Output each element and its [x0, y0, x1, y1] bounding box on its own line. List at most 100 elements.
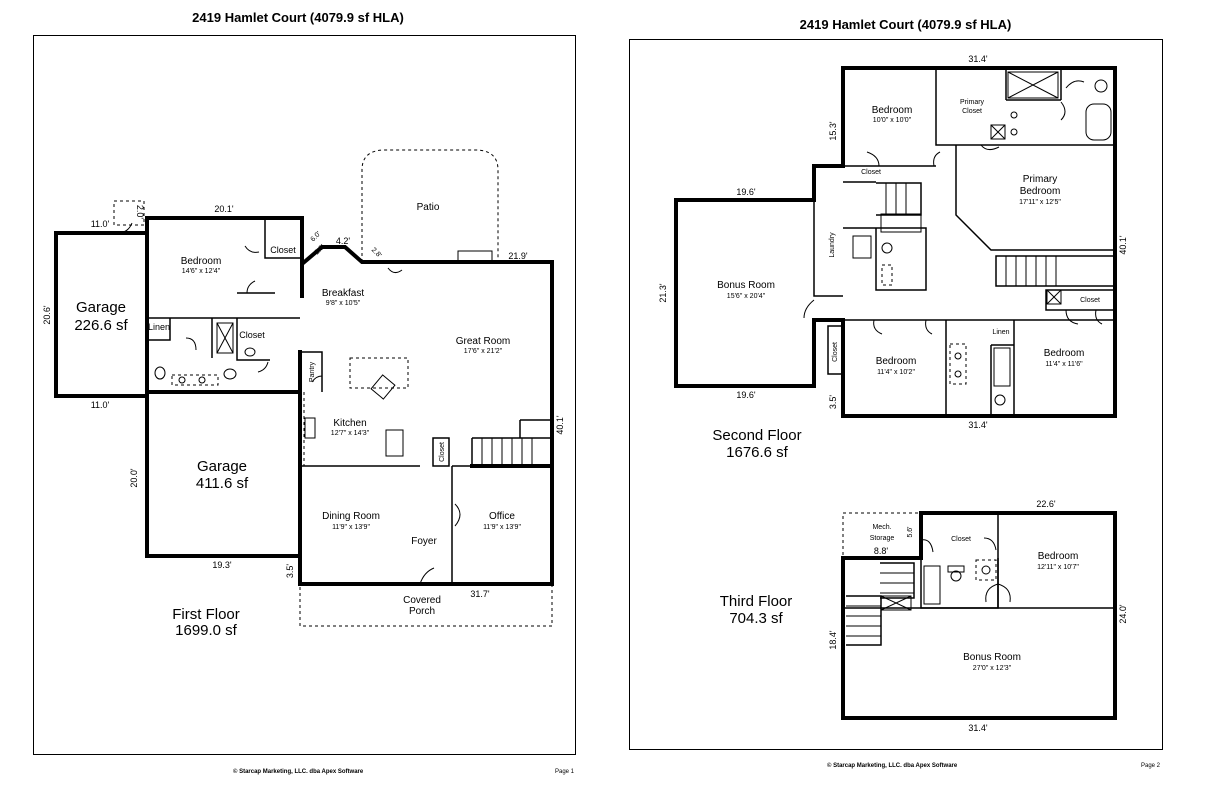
- mech-label-1: Mech.: [872, 524, 891, 531]
- closet-wall: [264, 218, 300, 259]
- dim-bonus-top: 19.6': [736, 187, 756, 197]
- dim-front: 31.7': [470, 589, 490, 599]
- bedroom-se-size: 11'4" x 11'6": [1045, 361, 1083, 368]
- bedroom-3f-name: Bedroom: [1038, 551, 1079, 562]
- breakfast-size: 9'8" x 10'5": [326, 300, 361, 307]
- plan-frame: [629, 39, 1163, 750]
- primary-bedroom-label-1: Primary: [1023, 174, 1057, 185]
- great-room-size: 17'6" x 21'2": [464, 348, 503, 355]
- dim-3f-left: 18.4': [828, 630, 838, 650]
- dim-3f-mech-width: 8.8': [874, 546, 889, 556]
- dim-garage2-bottom: 19.3': [212, 560, 232, 570]
- dim-2f-nw: 15.3': [828, 121, 838, 141]
- dim-2f-right: 40.1': [1118, 235, 1128, 255]
- dim-angle-1: 6.0': [310, 231, 323, 244]
- garage-large-name: Garage: [197, 458, 247, 475]
- first-floor-area: 1699.0 sf: [175, 622, 238, 639]
- first-floor-caption: First Floor: [172, 606, 240, 623]
- porch-outline: [299, 583, 553, 627]
- bedroom-nw-name: Bedroom: [872, 105, 913, 116]
- upper-floors-plan: Bedroom 10'0" x 10'0" Primary Closet Clo…: [658, 54, 1128, 733]
- bonus-room-3-name: Bonus Room: [963, 652, 1021, 663]
- page-title: 2419 Hamlet Court (4079.9 sf HLA): [799, 17, 1012, 32]
- dim-great-top: 21.9': [508, 251, 528, 261]
- kitchen-name: Kitchen: [333, 418, 366, 429]
- floor-plan-page-2: 2419 Hamlet Court (4079.9 sf HLA): [596, 0, 1215, 790]
- closet-sw-label: Closet: [832, 342, 839, 362]
- dim-2f-top: 31.4': [968, 54, 988, 64]
- page-title: 2419 Hamlet Court (4079.9 sf HLA): [192, 10, 404, 25]
- dim-3f-top: 22.6': [1036, 499, 1056, 509]
- breakfast-name: Breakfast: [322, 288, 364, 299]
- primary-bedroom-label-2: Bedroom: [1020, 186, 1061, 197]
- bonus-room-2-name: Bonus Room: [717, 280, 775, 291]
- great-room-name: Great Room: [456, 336, 510, 347]
- dim-bonus-side: 21.3': [658, 283, 668, 303]
- dim-2f-step: 3.5': [828, 395, 838, 410]
- bonus-room-2-size: 15'6" x 20'4": [727, 293, 766, 300]
- bedroom-1-size: 14'6" x 12'4": [182, 268, 221, 275]
- floor-plan-page-1: 2419 Hamlet Court (4079.9 sf HLA): [0, 0, 596, 790]
- dim-bump: 2.0': [135, 205, 145, 220]
- main-house-walls: [300, 245, 554, 468]
- bedroom-s-name: Bedroom: [876, 356, 917, 367]
- third-floor-walls: [841, 511, 1117, 720]
- closet-stair-label: Closet: [439, 442, 446, 462]
- office-name: Office: [489, 511, 515, 522]
- bump-outline: [113, 200, 145, 226]
- dim-right: 40.1': [555, 415, 565, 435]
- bedroom-3f-size: 12'11" x 10'7": [1037, 564, 1079, 571]
- bonus-room-3-size: 27'0" x 12'3": [973, 665, 1012, 672]
- second-floor-walls: [674, 66, 1117, 418]
- dim-garage-top: 11.0': [91, 219, 110, 229]
- primary-bedroom-size: 17'11" x 12'5": [1019, 199, 1061, 206]
- dim-angle-3: 2.8': [370, 247, 383, 260]
- third-floor-area: 704.3 sf: [729, 610, 783, 627]
- dining-room-size: 11'9" x 13'9": [332, 524, 370, 531]
- closet-label: Closet: [270, 245, 296, 255]
- dining-room-name: Dining Room: [322, 511, 380, 522]
- first-floor-plan: Garage 226.6 sf Bedroom 14'6" x 12'4" Cl…: [42, 149, 565, 639]
- dim-garage-bottom: 11.0': [91, 400, 110, 410]
- kitchen-size: 12'7" x 14'3": [331, 430, 370, 437]
- patio-label: Patio: [417, 202, 440, 213]
- closet-small-label: Closet: [239, 330, 265, 340]
- linen-label: Linen: [148, 322, 170, 332]
- bedroom-s-size: 11'4" x 10'2": [877, 369, 915, 376]
- bedroom-1-name: Bedroom: [181, 256, 222, 267]
- dim-garage2-side: 20.0': [129, 468, 139, 488]
- closet-nw-label: Closet: [861, 169, 881, 176]
- laundry-label: Laundry: [829, 232, 836, 258]
- dim-2f-bottom: 31.4': [968, 420, 988, 430]
- garage-large-area: 411.6 sf: [196, 475, 249, 492]
- page-number: Page 1: [555, 769, 575, 775]
- primary-closet-label-2: Closet: [962, 108, 982, 115]
- closet-se-label: Closet: [1080, 297, 1100, 304]
- covered-porch-label-2: Porch: [409, 606, 435, 617]
- third-floor-caption: Third Floor: [720, 593, 793, 610]
- second-floor-caption: Second Floor: [712, 427, 801, 444]
- garage-small-name: Garage: [76, 299, 126, 316]
- closet-3f-label: Closet: [951, 536, 971, 543]
- dim-bay: 4.2': [336, 236, 351, 246]
- bedroom-se-name: Bedroom: [1044, 348, 1085, 359]
- dim-step: 3.5': [285, 564, 295, 579]
- garage-small-area: 226.6 sf: [74, 317, 128, 334]
- dim-3f-right: 24.0': [1118, 604, 1128, 624]
- dim-bedroom-top: 20.1': [214, 204, 234, 214]
- covered-porch-label-1: Covered: [403, 595, 441, 606]
- dim-3f-bottom: 31.4': [968, 723, 988, 733]
- bedroom-walls: [145, 216, 304, 298]
- mech-label-2: Storage: [870, 535, 895, 542]
- foyer-label: Foyer: [411, 536, 437, 547]
- dim-3f-mech: 5.6': [907, 526, 914, 537]
- page-number: Page 2: [1141, 763, 1161, 769]
- primary-closet-label-1: Primary: [960, 99, 985, 106]
- copyright-footer: © Starcap Marketing, LLC. dba Apex Softw…: [233, 769, 364, 775]
- garage-large-walls: [145, 390, 302, 558]
- second-floor-area: 1676.6 sf: [726, 444, 789, 461]
- bedroom-nw-size: 10'0" x 10'0": [873, 117, 912, 124]
- linen-2-label: Linen: [992, 329, 1009, 336]
- dim-bonus-bottom: 19.6': [736, 390, 756, 400]
- office-size: 11'9" x 13'9": [483, 524, 521, 531]
